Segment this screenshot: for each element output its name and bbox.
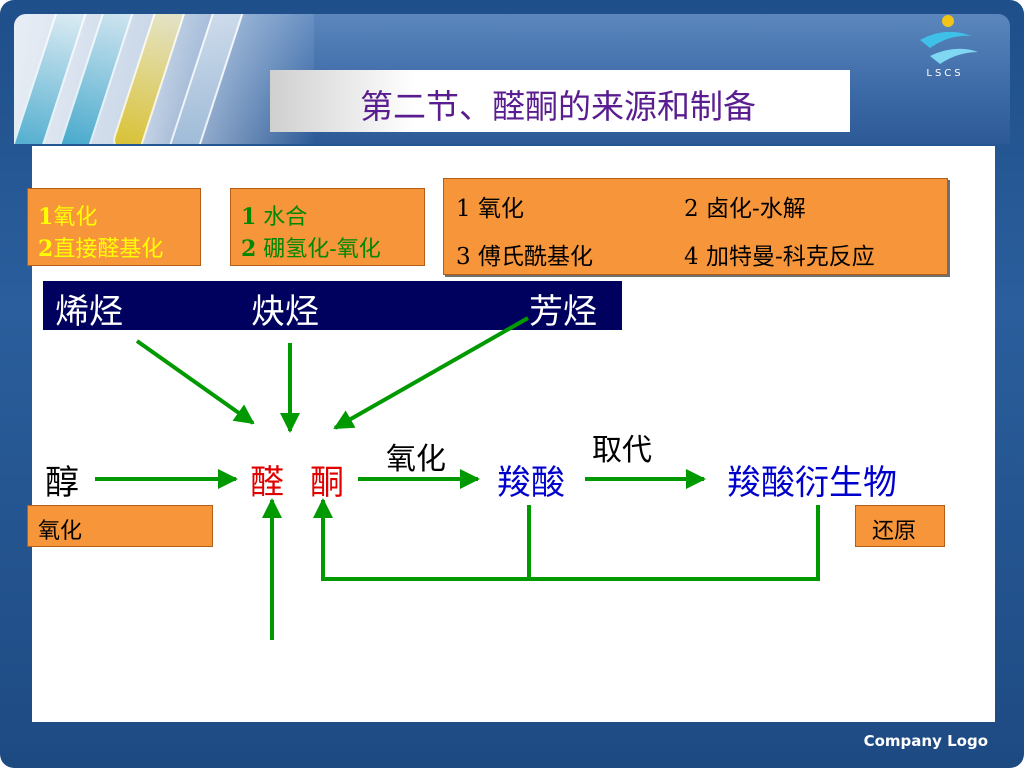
acid-derivative-node: 羧酸衍生物 <box>727 463 897 503</box>
alkyne-label: 炔烃 <box>251 292 319 332</box>
test-tubes-image <box>14 14 314 144</box>
hydrocarbon-band: 烯烃 炔烃 芳烃 <box>43 281 622 332</box>
reduction-box: 还原 <box>855 505 945 547</box>
ketone-node: 酮 <box>310 463 344 503</box>
company-logo-text: Company Logo <box>863 732 988 750</box>
aldehyde-node: 醛 <box>250 463 284 503</box>
aromatic-conditions-box: 1 氧化 2 卤化-水解 3 傅氏酰基化 4 加特曼-科克反应 <box>443 178 948 275</box>
alkyne-condition-2: 2 硼氢化-氧化 <box>241 236 381 262</box>
alkyne-condition-1: 1 水合 <box>241 204 308 230</box>
title-box: 第二节、醛酮的来源和制备 <box>270 70 850 132</box>
reduction-label: 还原 <box>872 519 917 544</box>
alkene-condition-1: 1氧化 <box>38 204 98 230</box>
substitution-label: 取代 <box>592 433 652 468</box>
lscs-logo-icon: LSCS <box>920 15 978 79</box>
arrow-alkene-to-aldehyde <box>135 339 255 425</box>
svg-text:LSCS: LSCS <box>926 68 963 79</box>
aromatic-condition-3: 3 傅氏酰基化 <box>456 244 593 270</box>
aromatic-label: 芳烃 <box>529 292 597 332</box>
alkene-conditions-box: 1氧化 2直接醛基化 <box>27 188 201 266</box>
alcohol-node: 醇 <box>45 463 79 503</box>
reduction-loop-line <box>313 498 820 581</box>
alcohol-oxidation-box: 氧化 <box>27 505 213 547</box>
aromatic-condition-4: 4 加特曼-科克反应 <box>684 244 875 270</box>
carboxylic-acid-node: 羧酸 <box>497 463 565 503</box>
aromatic-condition-2: 2 卤化-水解 <box>684 196 806 222</box>
alcohol-oxidation-label: 氧化 <box>38 519 83 544</box>
arrow-arene-to-ketone <box>333 316 529 430</box>
alkene-condition-2: 2直接醛基化 <box>38 236 164 262</box>
alkyne-conditions-box: 1 水合 2 硼氢化-氧化 <box>230 188 425 266</box>
oxidation-label: 氧化 <box>386 442 446 477</box>
aromatic-condition-1: 1 氧化 <box>456 196 524 222</box>
slide-title: 第二节、醛酮的来源和制备 <box>360 87 756 126</box>
alkene-label: 烯烃 <box>55 292 123 332</box>
